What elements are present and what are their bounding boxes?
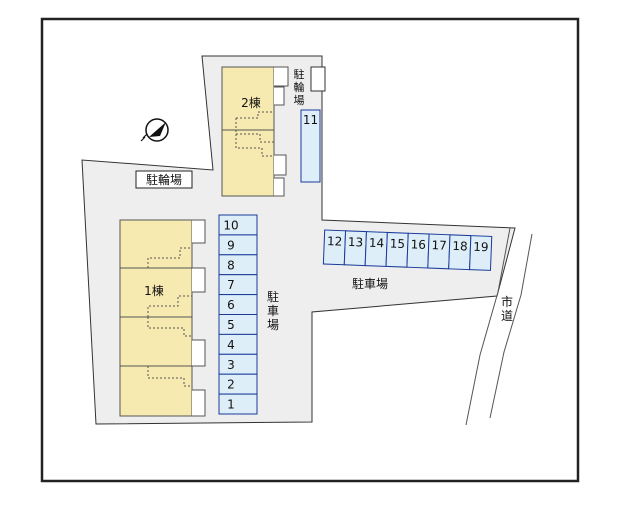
parking-space-label-5: 5 [227,318,235,332]
parking-space-label-9: 9 [227,238,235,252]
parking-space-label-11: 11 [303,113,318,127]
parking-space-5 [218,314,258,335]
building-2 [221,66,289,197]
city-road-char-2: 道 [501,309,513,323]
parking-space-label-1: 1 [227,398,235,412]
parking-space-2 [218,373,258,395]
parking-space-label-19: 19 [473,240,489,255]
bike-parking-top-char-1: 駐 [294,67,305,81]
parking-space-6 [218,294,258,316]
parking-space-label-6: 6 [227,298,235,312]
building-1-label: 1棟 [144,283,164,298]
parking-right-row: 12 13 14 15 16 17 18 19 [322,229,493,271]
parking-space-label-14: 14 [369,236,385,251]
parking-vertical-char-3: 場 [267,318,279,332]
parking-space-label-3: 3 [227,358,235,372]
parking-space-label-7: 7 [227,278,235,292]
parking-space-3 [218,353,258,375]
parking-space-label-13: 13 [348,235,364,250]
parking-space-label-18: 18 [452,239,468,254]
parking-space-19 [469,235,493,271]
parking-space-label-10: 10 [223,219,238,233]
parking-space-label-15: 15 [389,237,405,252]
parking-space-label-4: 4 [227,338,235,352]
parking-right-label: 駐車場 [352,276,388,291]
parking-space-label-12: 12 [327,234,343,249]
parking-space-label-16: 16 [410,237,426,252]
parking-space-9 [218,234,258,256]
parking-space-7 [218,274,258,296]
parking-space-label-2: 2 [227,378,235,392]
parking-vertical-char-2: 車 [267,304,279,318]
city-road-lines [465,227,533,426]
city-road-char-1: 市 [501,294,513,309]
building-2-label: 2棟 [241,95,261,110]
compass-north-arrow-icon [140,118,169,142]
parking-space-1 [218,393,258,415]
bike-parking-left-label: 駐輪場 [146,172,182,187]
parking-space-11 [300,109,321,183]
parking-space-8 [218,254,258,276]
bike-parking-top-char-2: 輪 [294,80,305,94]
parking-space-label-8: 8 [227,258,235,272]
bike-parking-top-char-3: 場 [294,94,305,107]
parking-vertical-char-1: 駐 [267,289,279,304]
bike-shed [310,66,326,92]
building-1 [119,219,206,417]
parking-space-label-17: 17 [431,238,447,253]
parking-left-column: 10 9 8 7 6 5 4 3 2 1 [218,214,258,415]
parking-space-4 [218,333,258,355]
bike-parking-left-box [135,170,193,189]
